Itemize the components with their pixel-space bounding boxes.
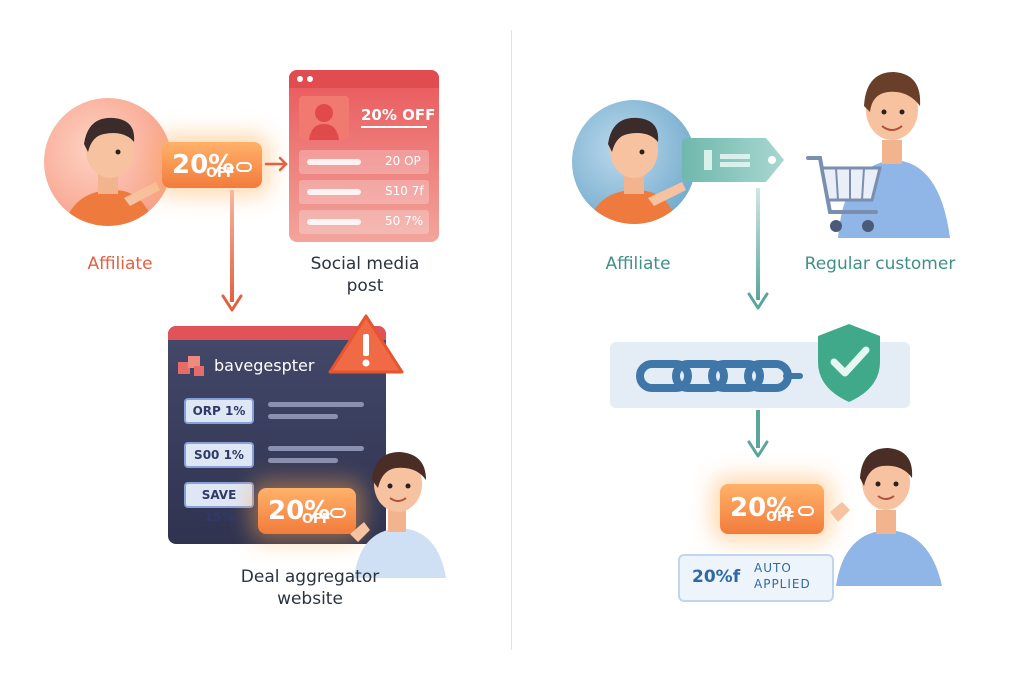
affiliate-label-left: Affiliate [87, 254, 153, 274]
discount-tag-left: 20% OFF [162, 142, 262, 188]
post-underline [361, 126, 427, 128]
window-titlebar [168, 326, 386, 340]
tag-hole [798, 506, 814, 516]
tag-value: 20% [730, 493, 793, 523]
arrow-right-icon [264, 154, 290, 178]
tag-suffix: OFF [302, 512, 331, 527]
tag-hole [330, 508, 346, 518]
post-row-value: 50 7% [385, 214, 424, 228]
deal-line [268, 446, 364, 451]
warning-triangle-icon [326, 312, 406, 380]
discount-tag-aggregator: 20% OFF [258, 488, 356, 534]
social-media-post: 20% OFF 20 OP S10 7f 50 7% [289, 70, 439, 242]
post-row: 20 OP [299, 150, 429, 174]
deal-pill: S00 1% [184, 442, 254, 468]
auto-applied-value: 20%f [692, 567, 741, 587]
customer-avatar-bottom [826, 436, 946, 590]
aggregator-label-line1: Deal aggregator [240, 567, 380, 587]
aggregator-label-line2: website [277, 589, 343, 609]
tag-value: 20% [172, 150, 235, 180]
affiliate-avatar-right [572, 100, 696, 224]
brand-logo-icon [178, 354, 208, 382]
regular-customer-label: Regular customer [804, 254, 956, 274]
social-media-label: Social media post [300, 253, 430, 297]
center-divider [511, 30, 512, 650]
deal-pill: ORP 1% [184, 398, 254, 424]
tag-value: 20% [268, 496, 331, 526]
deal-line [268, 458, 338, 463]
affiliate-label-right: Affiliate [605, 254, 671, 274]
post-row: S10 7f [299, 180, 429, 204]
tag-suffix: OFF [766, 510, 795, 525]
post-row: 50 7% [299, 210, 429, 234]
deal-pill: SAVE 15% [184, 482, 254, 524]
brand-name: bavegespter [214, 356, 315, 375]
tracking-tag-icon [680, 130, 790, 194]
social-label-line2: post [346, 276, 384, 296]
window-titlebar [289, 70, 439, 88]
auto-applied-line1: AUTO [754, 561, 792, 575]
arrow-down-icon [746, 410, 770, 466]
affiliate-avatar-left [44, 98, 172, 226]
shield-check-icon [814, 322, 884, 408]
tag-suffix: OFF [206, 166, 235, 181]
chain-link-icon [636, 356, 806, 400]
deal-line [268, 402, 364, 407]
deal-aggregator-label: Deal aggregator website [215, 566, 405, 610]
arrow-down-icon [746, 188, 770, 320]
post-profile-image [299, 96, 349, 140]
post-row-value: S10 7f [385, 184, 424, 198]
aggregator-user-avatar [346, 438, 452, 582]
tag-hole [236, 162, 252, 172]
auto-applied-badge: 20%f AUTO APPLIED [678, 554, 834, 602]
auto-applied-line2: APPLIED [754, 577, 811, 591]
post-discount-text: 20% OFF [361, 106, 436, 124]
discount-tag-right: 20% OFF [720, 484, 824, 534]
deal-line [268, 414, 338, 419]
post-row-value: 20 OP [385, 154, 421, 168]
shopping-cart-icon [806, 150, 886, 244]
arrow-down-icon [220, 190, 244, 322]
social-label-line1: Social media [310, 254, 420, 274]
